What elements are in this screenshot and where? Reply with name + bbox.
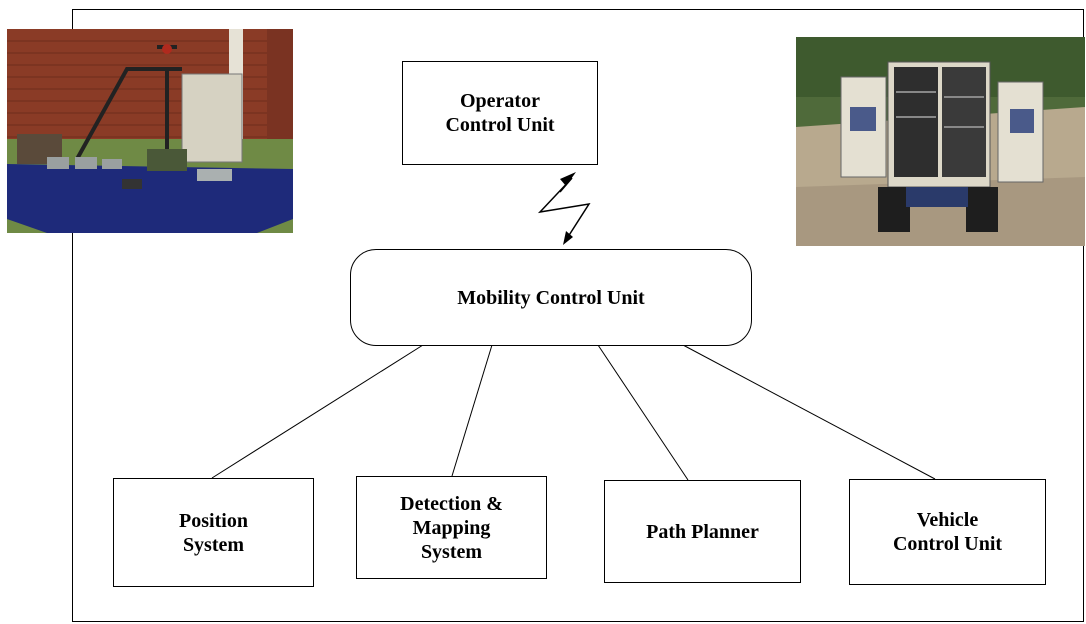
vehicle-components-on-table-photo bbox=[7, 29, 293, 233]
operator-control-unit-box: Operator Control Unit bbox=[402, 61, 598, 165]
position-system-box: Position System bbox=[113, 478, 314, 587]
vehicle-control-unit-label: Vehicle Control Unit bbox=[892, 509, 1003, 555]
position-system-label: Position System bbox=[179, 509, 248, 556]
path-planner-label: Path Planner bbox=[646, 520, 759, 543]
path-planner-box: Path Planner bbox=[604, 480, 801, 583]
operator-control-unit-label: Operator Control Unit bbox=[445, 90, 555, 136]
edge-mobility-detection bbox=[451, 344, 493, 477]
edge-mobility-position bbox=[211, 344, 424, 479]
vehicle-control-unit-box: Vehicle Control Unit bbox=[849, 479, 1046, 585]
arrowhead-up-icon bbox=[560, 172, 576, 186]
detection-mapping-system-box: Detection & Mapping System bbox=[356, 476, 547, 579]
edge-mobility-vehicle bbox=[682, 344, 936, 480]
edge-mobility-planner bbox=[597, 344, 689, 481]
detection-mapping-system-label: Detection & Mapping System bbox=[400, 492, 503, 563]
wireless-link-icon bbox=[537, 177, 591, 241]
mobility-control-unit-box: Mobility Control Unit bbox=[350, 249, 752, 346]
mobility-control-unit-label: Mobility Control Unit bbox=[457, 286, 645, 309]
arrowhead-down-icon bbox=[563, 231, 573, 245]
vehicle-rear-with-open-cabinet-photo bbox=[796, 37, 1085, 246]
